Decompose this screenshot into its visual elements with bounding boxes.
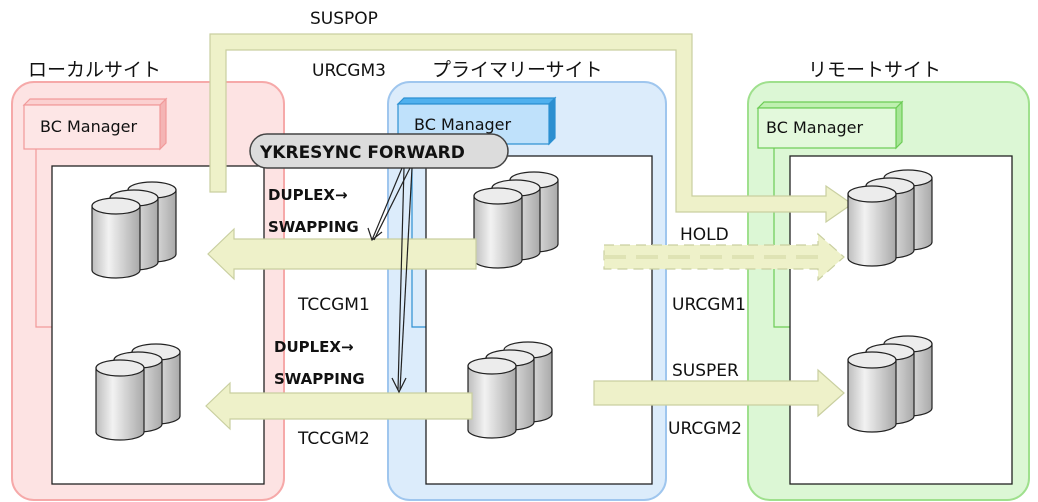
- command-pointer-tc1: [371, 167, 403, 241]
- local-site-title: ローカルサイト: [28, 59, 161, 81]
- command-pointer-tc2-head: [391, 377, 407, 394]
- tc2-state-line2: SWAPPING: [274, 370, 365, 388]
- tc2-state-line1: DUPLEX→: [274, 338, 354, 356]
- tc1-state-line2: SWAPPING: [268, 218, 359, 236]
- tccgm1-arrow: [207, 227, 477, 281]
- urcgm2-arrow: [593, 368, 845, 418]
- local-volume-1: [91, 181, 177, 279]
- tccgm2-name-label: TCCGM2: [297, 429, 370, 449]
- urcgm2-status-label: SUSPER: [672, 361, 739, 381]
- urcgm3-status-label: SUSPOP: [310, 9, 378, 29]
- command-pointer-tc2-b: [399, 167, 413, 391]
- local-manager-connector: [35, 149, 52, 328]
- primary-volume-1: [473, 171, 559, 269]
- tc1-state-line1: DUPLEX→: [268, 186, 348, 204]
- remote-site-title: リモートサイト: [808, 59, 941, 81]
- primary-site-title: プライマリーサイト: [432, 59, 603, 81]
- command-pointer-tc2: [397, 167, 405, 391]
- urcgm1-arrow: [603, 232, 845, 282]
- remote-volume-2: [847, 335, 933, 433]
- local-bc-manager: BC Manager: [22, 97, 168, 151]
- local-volume-2: [95, 343, 181, 441]
- urcgm1-name-label: URCGM1: [672, 295, 746, 315]
- remote-bc-manager-label: BC Manager: [766, 118, 864, 137]
- primary-bc-manager-label: BC Manager: [414, 115, 512, 134]
- urcgm3-arrow: [209, 33, 854, 224]
- remote-volume-1: [847, 169, 933, 267]
- primary-manager-connector: [411, 144, 426, 328]
- remote-bc-manager: BC Manager: [756, 100, 904, 150]
- tccgm1-name-label: TCCGM1: [297, 295, 370, 315]
- command-pointer-tc1-head: [367, 227, 383, 242]
- command-bubble: [249, 133, 509, 169]
- tccgm2-arrow: [205, 381, 473, 431]
- urcgm3-name-label: URCGM3: [312, 61, 386, 81]
- urcgm2-name-label: URCGM2: [668, 419, 742, 439]
- local-bc-manager-label: BC Manager: [40, 117, 138, 136]
- urcgm1-status-label: HOLD: [680, 225, 729, 245]
- command-label: YKRESYNC FORWARD: [259, 143, 465, 163]
- primary-volume-2: [467, 341, 553, 439]
